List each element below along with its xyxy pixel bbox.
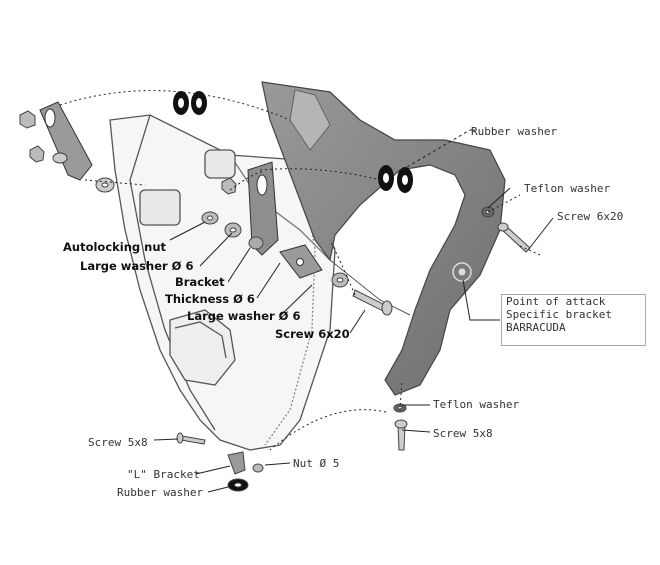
label-screw-5x8-left: Screw 5x8 [88, 436, 148, 449]
label-l-bracket: "L" Bracket [127, 468, 200, 481]
label-thickness: Thickness Ø 6 [165, 292, 255, 306]
specific-bracket-shape [261, 81, 506, 396]
label-screw-6x20-mid: Screw 6x20 [275, 327, 350, 341]
point-of-attack-callout: Point of attack Specific bracket BARRACU… [501, 294, 646, 346]
label-nut-5: Nut Ø 5 [293, 457, 340, 470]
label-screw-6x20-right: Screw 6x20 [557, 210, 624, 223]
bracket-plate-center [247, 161, 279, 256]
label-teflon-washer-top: Teflon washer [524, 182, 611, 195]
label-large-washer-2: Large washer Ø 6 [187, 309, 301, 323]
point-of-attack-marker [452, 262, 472, 282]
label-bracket: Bracket [175, 275, 225, 289]
hardware-washers-nuts [19, 110, 495, 492]
label-autolocking-nut: Autolocking nut [63, 240, 167, 254]
headlight-housing [109, 114, 336, 451]
label-teflon-washer-bottom: Teflon washer [433, 398, 520, 411]
bracket-plate-left [39, 101, 93, 181]
callout-line-point-of-attack: Point of attack [506, 295, 606, 308]
leader-lines [59, 90, 554, 493]
callout-line-specific-bracket: Specific bracket [506, 308, 612, 321]
label-large-washer-1: Large washer Ø 6 [80, 259, 194, 273]
bracket-plate-small [279, 244, 323, 279]
label-rubber-washer-bottom: Rubber washer [117, 486, 204, 499]
screws [176, 222, 531, 451]
label-screw-5x8-right: Screw 5x8 [433, 427, 493, 440]
callout-line-barracuda: BARRACUDA [506, 321, 566, 334]
black-rubber-washers-top [173, 91, 413, 193]
label-rubber-washer-top: Rubber washer [471, 125, 558, 138]
